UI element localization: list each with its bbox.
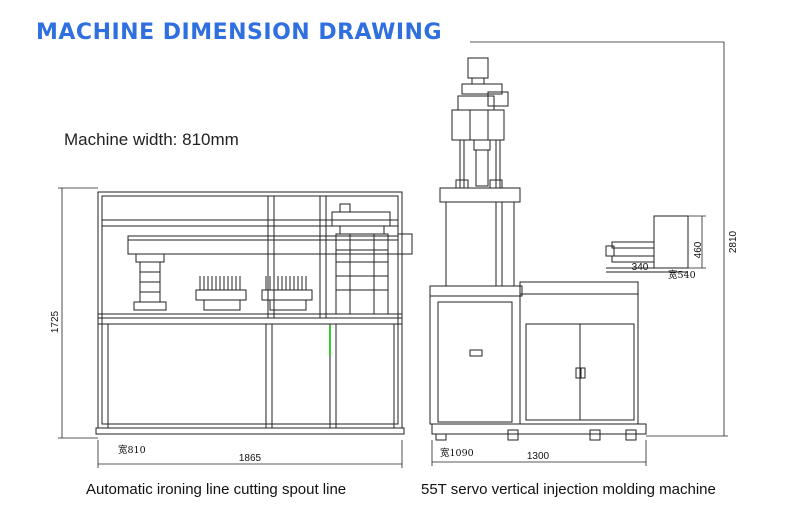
page-title: MACHINE DIMENSION DRAWING (36, 20, 443, 45)
left-height-dim: 1725 (50, 310, 61, 333)
left-width-dim: 宽810 (118, 444, 146, 456)
left-machine-caption: Automatic ironing line cutting spout lin… (86, 481, 347, 498)
right-machine-caption: 55T servo vertical injection molding mac… (421, 481, 716, 498)
right-dimension-lines (431, 41, 728, 466)
right-table-depth-dim: 340 (632, 262, 649, 273)
left-dimension-lines (58, 187, 403, 468)
comb-teeth (199, 276, 307, 290)
right-table-height-dim: 460 (693, 241, 704, 258)
right-machine-drawing (429, 57, 689, 441)
right-height-dim: 2810 (728, 230, 739, 253)
machine-width-note: Machine width: 810mm (64, 130, 239, 149)
right-length-dim: 1300 (527, 451, 550, 462)
left-machine-drawing (95, 191, 413, 435)
left-length-dim: 1865 (239, 453, 262, 464)
right-width-dim: 宽1090 (440, 447, 474, 459)
right-table-width-dim: 宽540 (668, 269, 696, 281)
